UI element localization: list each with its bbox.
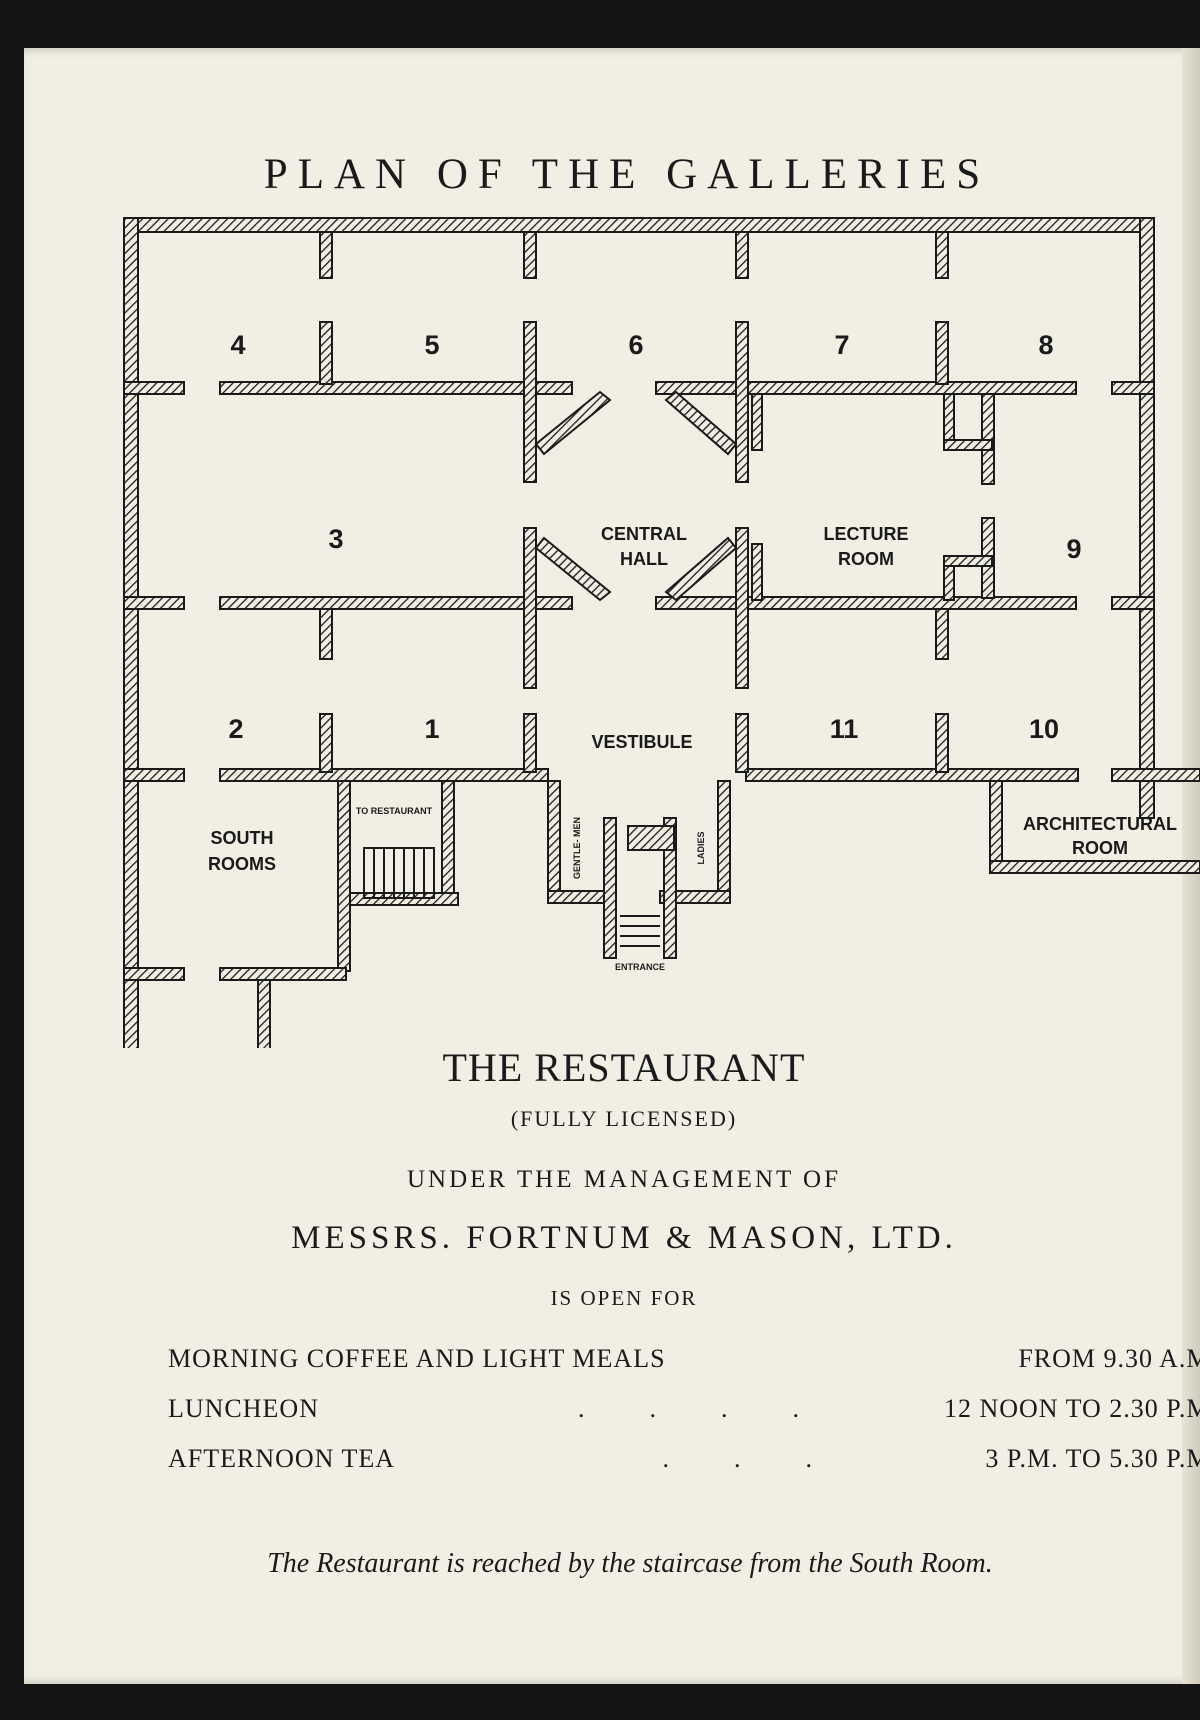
meal-time: 12 NOON TO 2.30 P.M. — [943, 1394, 1200, 1423]
meal-time: 3 P.M. TO 5.30 P.M. — [985, 1444, 1200, 1473]
meal-name: MORNING COFFEE AND LIGHT MEALS — [168, 1344, 666, 1373]
to-restaurant-label: TO RESTAURANT — [356, 806, 433, 816]
ladies-label: LADIES — [696, 831, 706, 864]
lecture-room-label-line2: ROOM — [838, 549, 894, 569]
room-number-10: 10 — [1029, 714, 1059, 744]
room-number-4: 4 — [230, 330, 245, 360]
central-hall-label-line2: HALL — [620, 549, 668, 569]
management-line: UNDER THE MANAGEMENT OF — [406, 1166, 842, 1193]
south-rooms-label-line2: ROOMS — [208, 854, 276, 874]
staircase-note: The Restaurant is reached by the stairca… — [267, 1548, 993, 1579]
lecture-room-label-line1: LECTURE — [824, 524, 909, 544]
central-hall-label-line1: CENTRAL — [601, 524, 687, 544]
room-number-11: 11 — [830, 714, 859, 744]
plan-title: PLAN OF THE GALLERIES — [263, 151, 991, 198]
south-rooms-label-line1: SOUTH — [211, 828, 274, 848]
room-number-2: 2 — [228, 714, 243, 744]
meal-row-afternoon-tea: AFTERNOON TEA . . . 3 P.M. TO 5.30 P.M. — [168, 1444, 1200, 1480]
meal-name: AFTERNOON TEA — [168, 1444, 396, 1473]
floor-plan: 4 5 6 7 8 3 9 2 1 11 10 CENTRAL HALL LEC… — [123, 217, 1200, 1048]
entrance-label: ENTRANCE — [615, 962, 665, 972]
meal-row-morning: MORNING COFFEE AND LIGHT MEALS FROM 9.30… — [168, 1344, 1200, 1380]
staircase-graphic — [363, 847, 660, 947]
licensed-note: (FULLY LICENSED) — [510, 1106, 738, 1131]
company-name: MESSRS. FORTNUM & MASON, LTD. — [291, 1220, 957, 1256]
restaurant-title: THE RESTAURANT — [442, 1045, 806, 1090]
meal-row-luncheon: LUNCHEON . . . . 12 NOON TO 2.30 P.M. — [168, 1394, 1200, 1430]
room-number-1: 1 — [424, 714, 439, 744]
room-number-7: 7 — [834, 330, 849, 360]
room-number-9: 9 — [1066, 534, 1081, 564]
room-number-8: 8 — [1038, 330, 1053, 360]
room-number-5: 5 — [424, 330, 439, 360]
architectural-room-label-line2: ROOM — [1072, 838, 1128, 858]
meal-time: FROM 9.30 A.M. — [1018, 1344, 1200, 1373]
plan-walls — [123, 217, 1200, 1048]
meal-leader-dots: . . . . — [578, 1394, 799, 1423]
open-for-line: IS OPEN FOR — [550, 1286, 698, 1310]
vestibule-label: VESTIBULE — [591, 732, 692, 752]
catalogue-page: PLAN OF THE GALLERIES — [24, 48, 1200, 1684]
room-number-3: 3 — [328, 524, 343, 554]
gentlemen-label: GENTLE- MEN — [572, 817, 582, 879]
architectural-room-label-line1: ARCHITECTURAL — [1023, 814, 1177, 834]
meal-leader-dots: . . . — [578, 1444, 813, 1473]
meal-name: LUNCHEON — [168, 1394, 319, 1423]
room-number-6: 6 — [628, 330, 643, 360]
